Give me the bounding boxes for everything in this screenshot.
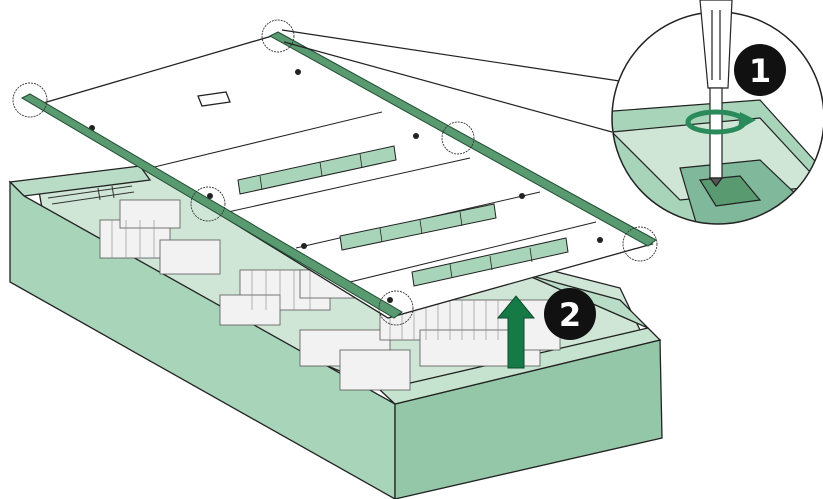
step-badge-2: 2 (544, 288, 596, 340)
step-2-label: 2 (559, 296, 581, 334)
step-badge-1: 1 (734, 44, 786, 96)
step-1-label: 1 (749, 52, 771, 90)
